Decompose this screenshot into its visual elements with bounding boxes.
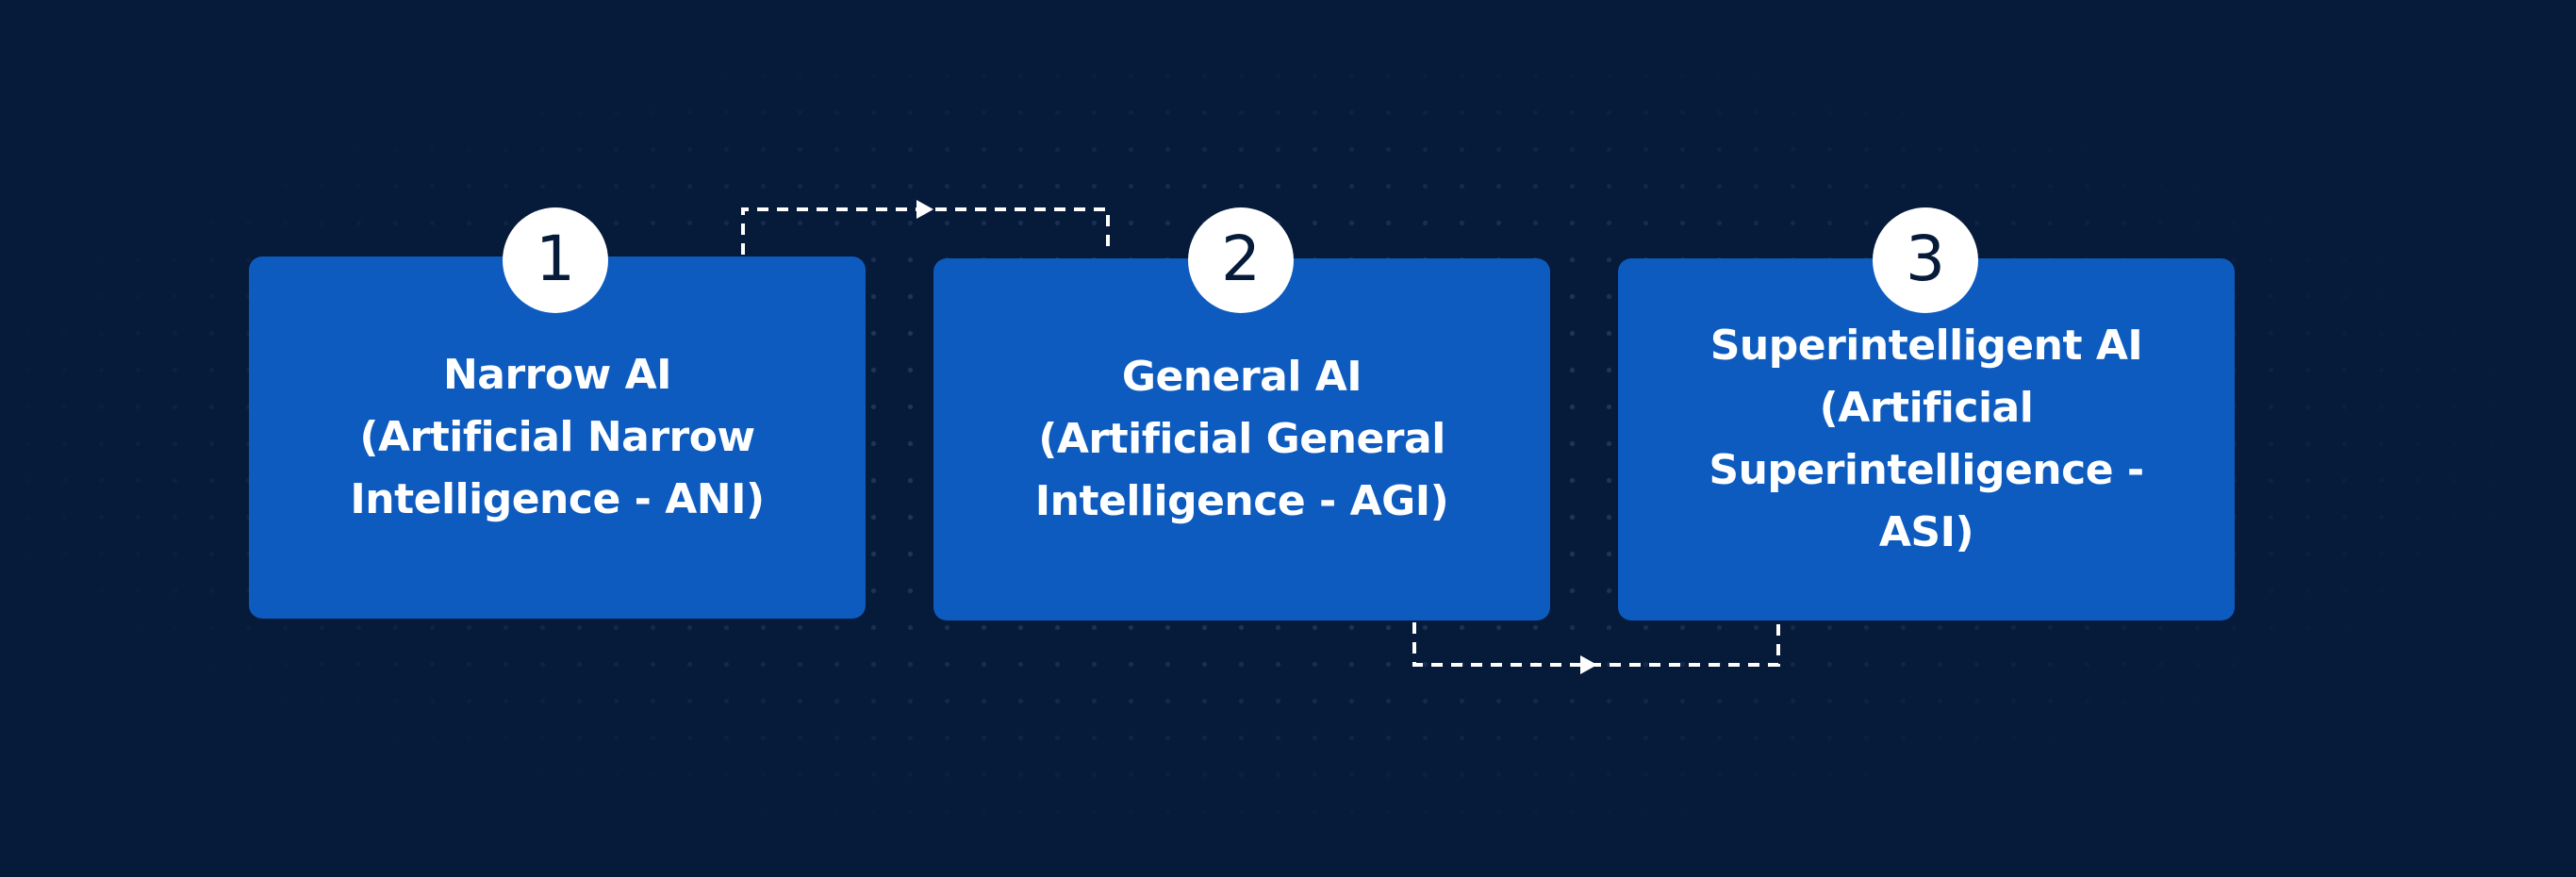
stage-number: 3: [1906, 223, 1945, 295]
stage-title: Superintelligent AI (Artificial Superint…: [1709, 322, 2144, 556]
stage-number-badge-1: 1: [503, 207, 608, 313]
stage-number-badge-2: 2: [1188, 207, 1294, 313]
stage-title: General AI (Artificial General Intellige…: [1034, 353, 1449, 525]
connector-1-to-2: [741, 200, 1110, 255]
stage-card-2: General AI (Artificial General Intellige…: [933, 258, 1550, 621]
stage-number: 1: [536, 223, 575, 295]
stage-card-3: Superintelligent AI (Artificial Superint…: [1618, 258, 2235, 621]
stage-number-badge-3: 3: [1873, 207, 1978, 313]
stage-number: 2: [1221, 223, 1261, 295]
stage-title: Narrow AI (Artificial Narrow Intelligenc…: [350, 351, 765, 523]
arrowhead-icon: [916, 200, 933, 219]
arrowhead-icon: [1580, 655, 1597, 674]
connector-2-to-3: [1412, 622, 1780, 674]
stage-card-1: Narrow AI (Artificial Narrow Intelligenc…: [249, 256, 866, 619]
